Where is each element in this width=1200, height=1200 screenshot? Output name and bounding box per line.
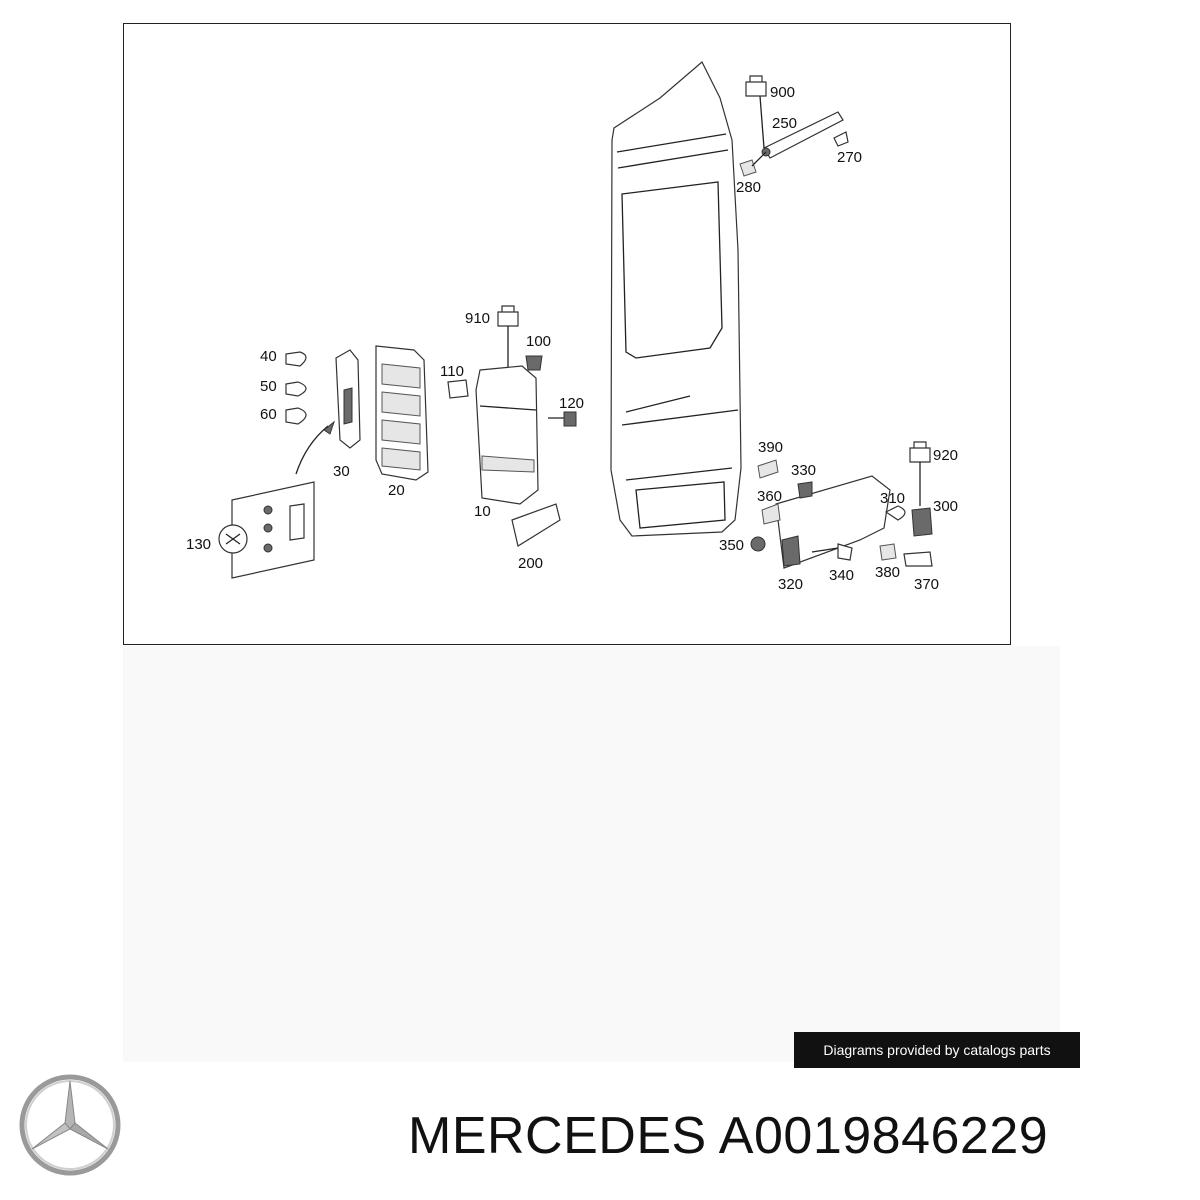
callout-310: 310 — [880, 490, 905, 507]
callout-250: 250 — [772, 115, 797, 132]
callout-910: 910 — [465, 310, 490, 327]
callout-40: 40 — [260, 348, 277, 365]
bulb-carrier-illustration — [295, 349, 361, 475]
callout-20: 20 — [388, 482, 405, 499]
callout-360: 360 — [757, 488, 782, 505]
callout-320: 320 — [778, 576, 803, 593]
handle-cover-illustration — [750, 459, 933, 569]
callout-920: 920 — [933, 447, 958, 464]
callout-labels: 900 250 270 280 910 100 110 120 40 50 60… — [186, 84, 958, 593]
callout-380: 380 — [875, 564, 900, 581]
callout-110: 110 — [440, 363, 464, 380]
bulbs-illustration — [285, 351, 307, 425]
callout-50: 50 — [260, 378, 277, 395]
tail-lamp-illustration — [475, 365, 561, 547]
repair-kit-illustration — [218, 481, 315, 579]
part-title: MERCEDES A0019846229 — [408, 1106, 1048, 1166]
lamp-housing-illustration — [375, 345, 429, 481]
callout-120: 120 — [559, 395, 584, 412]
callout-300: 300 — [933, 498, 958, 515]
callout-340: 340 — [829, 567, 854, 584]
callout-60: 60 — [260, 406, 277, 423]
callout-100: 100 — [526, 333, 551, 350]
credit-badge: Diagrams provided by catalogs parts — [794, 1032, 1080, 1068]
callout-900: 900 — [770, 84, 795, 101]
callout-350: 350 — [719, 537, 744, 554]
background-panel — [123, 646, 1060, 1062]
connector-box-icons — [497, 75, 931, 506]
small-fasteners-illustration — [447, 355, 577, 427]
callout-370: 370 — [914, 576, 939, 593]
callout-330: 330 — [791, 462, 816, 479]
part-number: A0019846229 — [718, 1107, 1049, 1165]
callout-280: 280 — [736, 179, 761, 196]
callout-130: 130 — [186, 536, 211, 553]
rear-door-illustration — [610, 61, 742, 537]
callout-390: 390 — [758, 439, 783, 456]
three-pointed-star-icon — [19, 1074, 121, 1176]
brand-name: MERCEDES — [408, 1107, 707, 1165]
callout-270: 270 — [837, 149, 862, 166]
callout-200: 200 — [518, 555, 543, 572]
callout-30: 30 — [333, 463, 350, 480]
gas-strut-illustration — [739, 95, 849, 177]
callout-10: 10 — [474, 503, 491, 520]
